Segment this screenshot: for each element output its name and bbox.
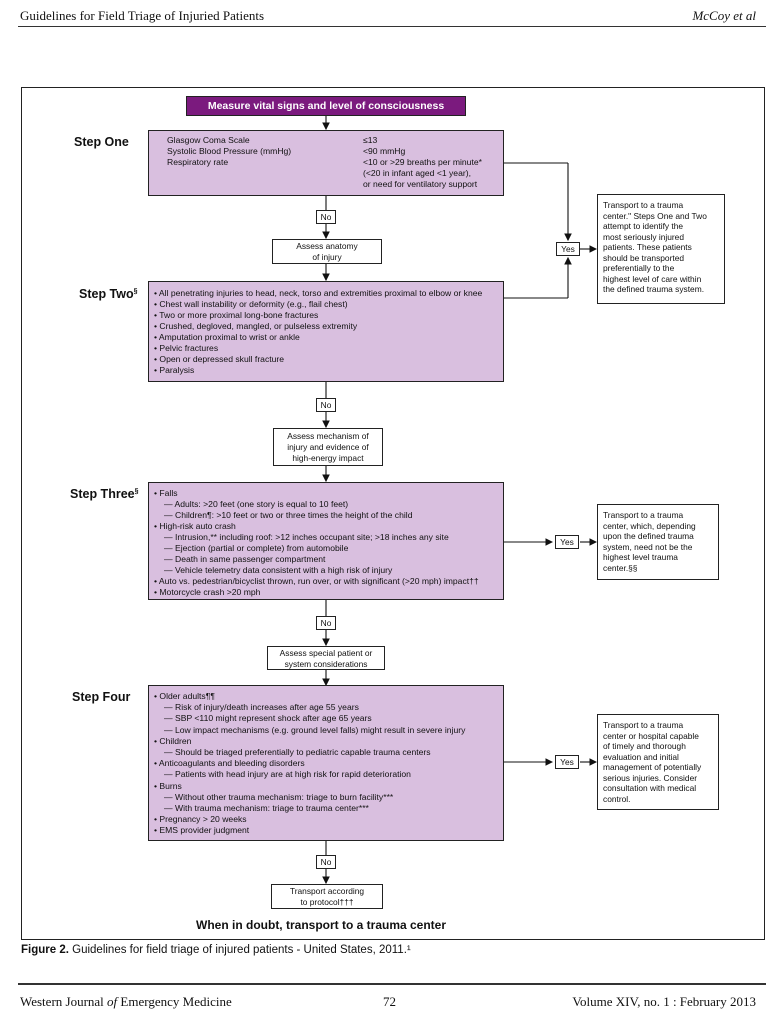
assess-anatomy-box: Assess anatomy of injury: [272, 239, 382, 264]
when-in-doubt-note: When in doubt, transport to a trauma cen…: [196, 918, 447, 932]
step-four-box: • Older adults¶¶ — Risk of injury/death …: [148, 685, 504, 841]
step-three-label: Step Three§: [70, 487, 139, 501]
no-box: No: [316, 398, 336, 412]
step-two-item: • All penetrating injuries to head, neck…: [154, 288, 483, 298]
step-three-item: • High-risk auto crash: [154, 521, 236, 531]
step-one-criterion: Glasgow Coma Scale: [167, 135, 250, 145]
step-four-item: • Older adults¶¶: [154, 691, 215, 701]
step-three-item: — Children¶: >10 feet or two or three ti…: [164, 510, 413, 520]
step-two-item: • Crushed, degloved, mangled, or pulsele…: [154, 321, 358, 331]
step-one-threshold: (<20 in infant aged <1 year),: [363, 168, 471, 178]
step-four-item: — Risk of injury/death increases after a…: [164, 702, 359, 713]
step-three-item: — Intrusion,** including roof: >12 inche…: [164, 532, 449, 542]
step-four-item: • Children: [154, 735, 192, 746]
step-four-item: — With trauma mechanism: triage to traum…: [164, 803, 369, 814]
figure-caption: Figure 2. Guidelines for field triage of…: [21, 944, 411, 956]
step-two-item: • Two or more proximal long-bone fractur…: [154, 310, 319, 320]
step-one-threshold: <10 or >29 breaths per minute*: [363, 157, 482, 167]
no-box: No: [316, 210, 336, 224]
step-two-box: • All penetrating injuries to head, neck…: [148, 281, 504, 382]
step-three-item: — Death in same passenger compartment: [164, 554, 326, 564]
step-three-item: • Falls: [154, 488, 178, 498]
step-three-item: • Motorcycle crash >20 mph: [154, 587, 261, 597]
step-four-item: — Should be triaged preferentially to pe…: [164, 747, 431, 758]
figure-frame: [21, 87, 765, 940]
step-two-label: Step Two§: [79, 287, 138, 301]
step-one-threshold: ≤13: [363, 135, 378, 145]
running-header-authors: McCoy et al: [692, 8, 756, 23]
step-two-item: • Chest wall instability or deformity (e…: [154, 299, 348, 309]
step-four-item: • Anticoagulants and bleeding disorders: [154, 758, 305, 769]
running-header-title: Guidelines for Field Triage of Injuried …: [20, 8, 265, 23]
step-two-item: • Paralysis: [154, 365, 195, 375]
step-four-item: • EMS provider judgment: [154, 825, 250, 836]
step-two-item: • Pelvic fractures: [154, 343, 219, 353]
step-four-item: — Patients with head injury are at high …: [164, 769, 411, 780]
step-four-label: Step Four: [72, 690, 131, 704]
header-rule: [18, 26, 766, 27]
yes-box: Yes: [555, 535, 579, 549]
step-three-item: — Vehicle telemetry data consistent with…: [164, 565, 393, 575]
step-four-item: • Burns: [154, 780, 182, 791]
step-two-item: • Amputation proximal to wrist or ankle: [154, 332, 300, 342]
step-four-item: • Pregnancy > 20 weeks: [154, 814, 247, 825]
step-four-item: — Without other trauma mechanism: triage…: [164, 791, 394, 802]
step-one-threshold: <90 mmHg: [363, 146, 406, 156]
yes-box: Yes: [556, 242, 580, 256]
step-two-item: • Open or depressed skull fracture: [154, 354, 285, 364]
step-one-criterion: Respiratory rate: [167, 157, 229, 167]
step-one-box: Glasgow Coma Scale Systolic Blood Pressu…: [148, 130, 504, 196]
step-four-item: — SBP <110 might represent shock after a…: [164, 713, 372, 724]
step-one-criterion: Systolic Blood Pressure (mmHg): [167, 146, 292, 156]
step-one-label: Step One: [74, 135, 129, 149]
no-box: No: [316, 855, 336, 869]
yes-box: Yes: [555, 755, 579, 769]
footer-journal: Western Journal of Emergency Medicine: [20, 994, 232, 1009]
step-one-threshold: or need for ventilatory support: [363, 179, 478, 189]
step-three-item: • Auto vs. pedestrian/bicyclist thrown, …: [154, 576, 479, 586]
step-three-box: • Falls — Adults: >20 feet (one story is…: [148, 482, 504, 600]
footer-volume: Volume XIV, no. 1 : February 2013: [572, 994, 756, 1009]
step-four-item: — Low impact mechanisms (e.g. ground lev…: [164, 724, 466, 735]
step-three-item: — Ejection (partial or complete) from au…: [164, 543, 349, 553]
footer-rule: [18, 983, 766, 985]
measure-vitals-box: Measure vital signs and level of conscio…: [186, 96, 466, 116]
page-number: 72: [383, 994, 396, 1009]
no-box: No: [316, 616, 336, 630]
step-three-item: — Adults: >20 feet (one story is equal t…: [164, 499, 349, 509]
